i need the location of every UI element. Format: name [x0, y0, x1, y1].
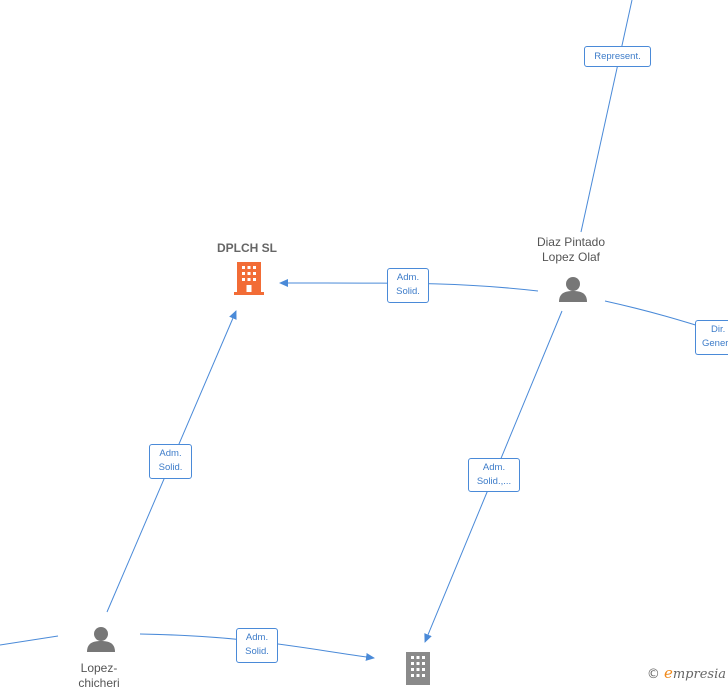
edge-label-diaz-dplch[interactable]: Adm. Solid. [387, 268, 429, 303]
lopez-bottom-label-line2: Solid. [245, 646, 269, 657]
lopez-person-label[interactable]: Lopez- chicheri [59, 661, 139, 691]
lopez-label-line2: chicheri [78, 676, 120, 690]
dir-gen-label-line1: Dir. [711, 324, 726, 335]
diaz-bottom-label-line2: Solid.,... [476, 476, 512, 487]
dplch-building-icon[interactable] [234, 262, 264, 295]
empresia-watermark: © empresia [647, 664, 726, 682]
lopez-person-icon[interactable] [87, 627, 115, 652]
empresia-logo-initial: e [663, 664, 673, 682]
copyright-symbol: © [646, 667, 660, 682]
empresia-logo-text: mpresia [672, 667, 726, 682]
diaz-dplch-label-line2: Solid. [396, 286, 420, 297]
edge-represent[interactable] [580, 0, 633, 233]
lopez-bottom-label-line1: Adm. [245, 632, 269, 643]
diaz-label-line2: Lopez Olaf [541, 250, 601, 264]
represent-label-text: Represent. [594, 51, 641, 62]
lopez-dplch-label-line1: Adm. [159, 448, 182, 459]
edge-label-represent[interactable]: Represent. [584, 46, 651, 67]
diaz-bottom-label-line1: Adm. [482, 462, 506, 473]
bottom-company-building-icon[interactable] [406, 652, 430, 685]
diaz-person-label[interactable]: Diaz Pintado Lopez Olaf [521, 235, 621, 265]
diaz-label-line1: Diaz Pintado [536, 235, 606, 249]
diaz-person-icon[interactable] [559, 277, 587, 302]
edge-left-stub[interactable] [0, 635, 59, 646]
dplch-company-label[interactable]: DPLCH SL [217, 241, 277, 255]
lopez-dplch-label-line2: Solid. [158, 462, 183, 473]
edge-label-lopez-bottom[interactable]: Adm. Solid. [236, 628, 278, 663]
edge-label-dir-gen[interactable]: Dir. Gener [695, 320, 728, 355]
edge-label-diaz-bottom[interactable]: Adm. Solid.,... [468, 458, 520, 492]
diaz-dplch-label-line1: Adm. [396, 272, 420, 283]
lopez-label-line1: Lopez- [80, 661, 118, 675]
edge-label-lopez-dplch[interactable]: Adm. Solid. [149, 444, 192, 479]
dir-gen-label-line2: Gener [702, 338, 728, 349]
